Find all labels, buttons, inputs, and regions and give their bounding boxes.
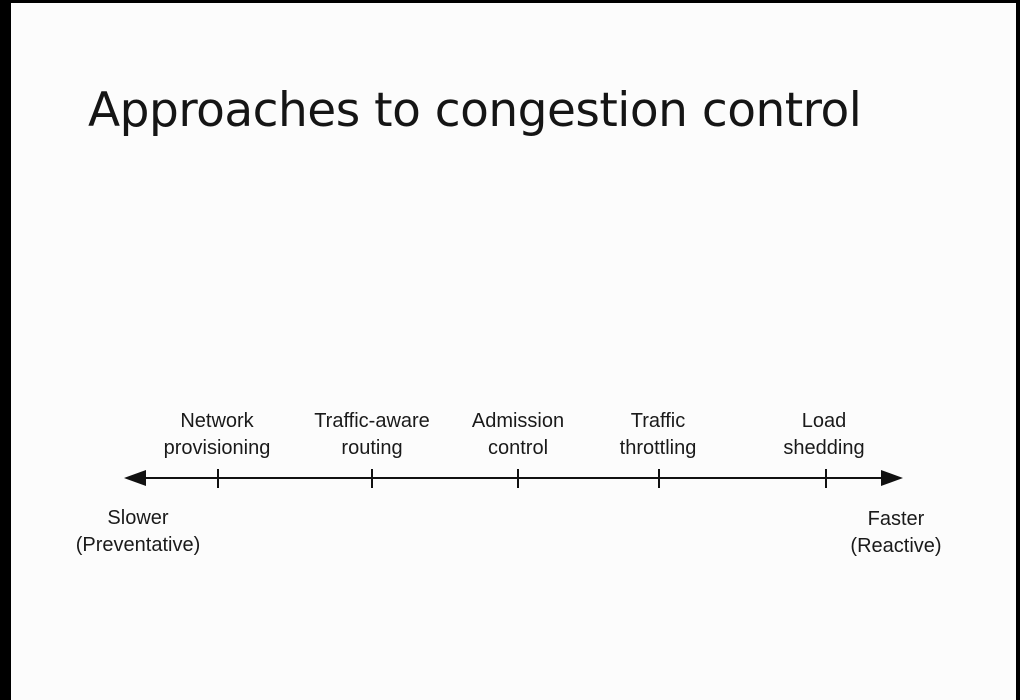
spectrum-right-end-label: Faster (Reactive): [850, 506, 941, 560]
end-label-line1: Slower: [107, 507, 169, 529]
slide-title: Approaches to congestion control: [88, 83, 862, 138]
approach-traffic-throttling: Traffic throttling: [620, 408, 697, 462]
approach-label-line2: throttling: [619, 437, 697, 459]
approach-label-line2: routing: [341, 437, 403, 459]
spectrum-left-end-label: Slower (Preventative): [76, 505, 201, 559]
end-label-line2: (Reactive): [850, 535, 942, 557]
approach-label-line1: Network: [180, 410, 254, 432]
approach-label-line2: shedding: [783, 437, 865, 459]
approach-traffic-aware-routing: Traffic-aware routing: [314, 408, 430, 462]
approach-label-line2: provisioning: [163, 437, 271, 459]
spectrum-axis: [124, 469, 903, 488]
approach-load-shedding: Load shedding: [783, 408, 864, 462]
approach-label-line1: Traffic-aware: [314, 410, 430, 432]
approach-label-line1: Admission: [471, 410, 565, 432]
approach-admission-control: Admission control: [472, 408, 564, 462]
end-label-line1: Faster: [867, 508, 925, 530]
slide: Approaches to congestion control Network…: [11, 3, 1016, 700]
approach-label-line2: control: [487, 437, 549, 459]
end-label-line2: (Preventative): [75, 534, 201, 556]
approach-label-line1: Traffic: [630, 410, 686, 432]
right-arrowhead: [881, 470, 903, 486]
approach-network-provisioning: Network provisioning: [164, 408, 271, 462]
approach-label-line1: Load: [801, 410, 847, 432]
left-arrowhead: [124, 470, 146, 486]
